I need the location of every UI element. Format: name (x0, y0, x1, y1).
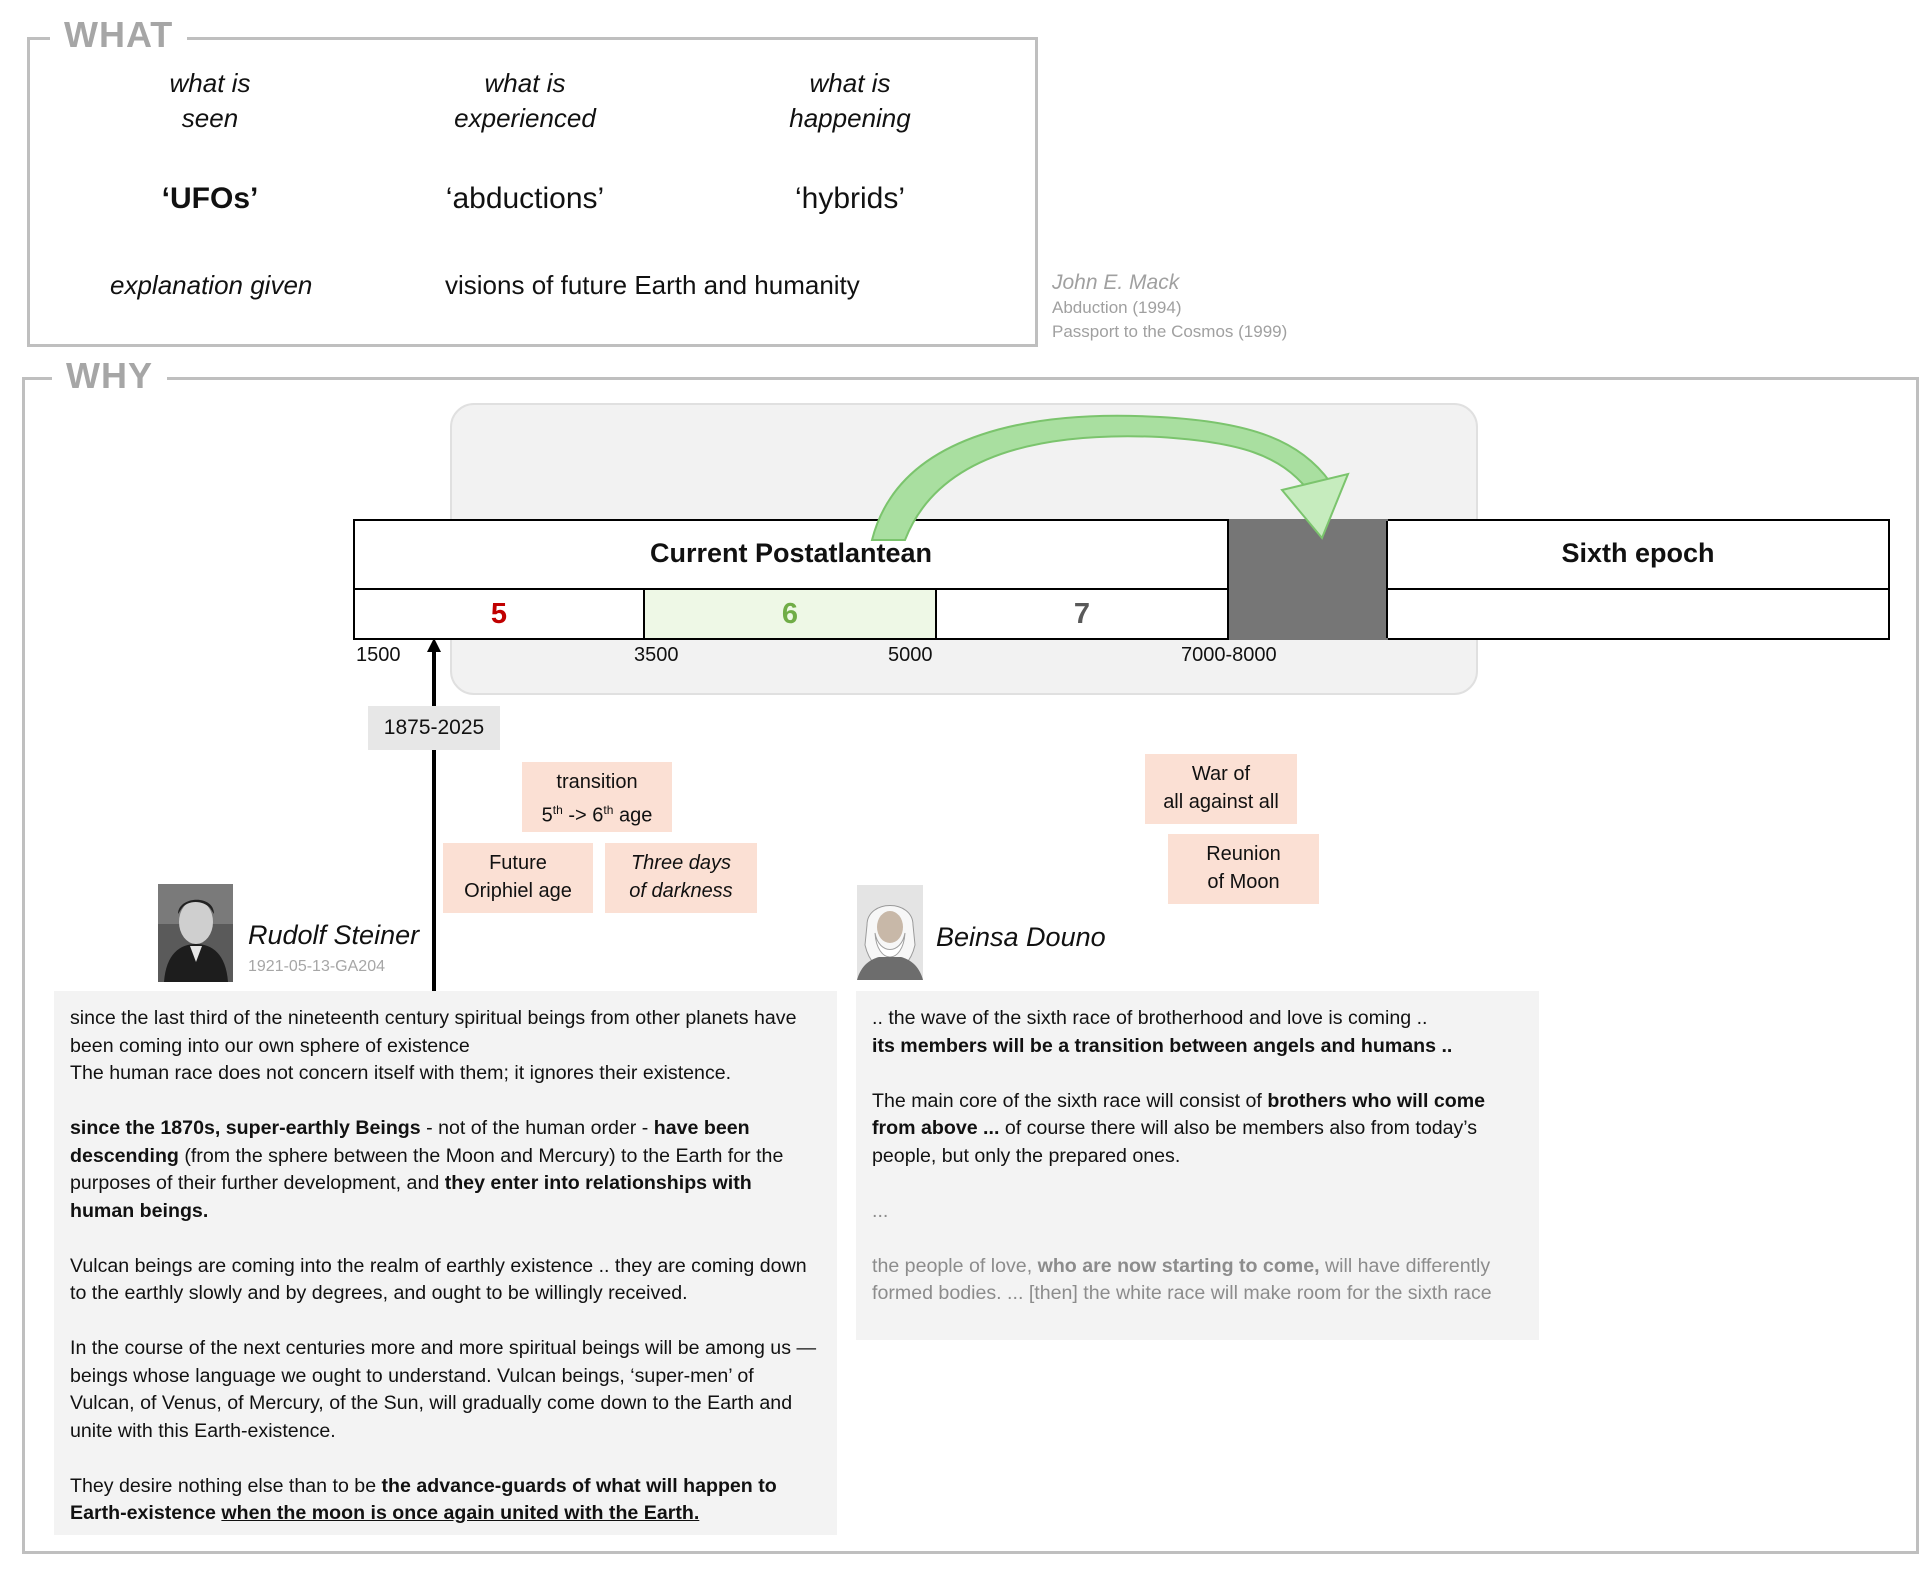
citation-author: John E. Mack (1052, 271, 1180, 294)
note-darkness-line1: Three days (630, 852, 732, 874)
steiner-ref: 1921-05-13-GA204 (248, 958, 385, 975)
steiner-p3: Vulcan beings are coming into the realm … (70, 1254, 807, 1305)
note-darkness-line2: of darkness (629, 880, 733, 902)
douno-name: Beinsa Douno (936, 922, 1106, 952)
term-ufos: ‘UFOs’ (161, 182, 259, 215)
timeline-vline-2 (1386, 521, 1388, 638)
steiner-p2-t1: - not of the human order - (420, 1117, 654, 1139)
what-col-seen-line2: seen (181, 103, 239, 133)
douno-p3-b1: who are now starting to come, (1037, 1254, 1320, 1277)
douno-p2-t1: The main core of the sixth race will con… (872, 1089, 1268, 1112)
steiner-p2-t2: (from the sphere between the Moon and Me… (70, 1144, 784, 1195)
present-marker-arrow (427, 638, 441, 1014)
note-oriphiel: Future Oriphiel age (443, 843, 593, 913)
arrow-body (870, 414, 1332, 541)
steiner-p2-b3: they enter into relationships with human… (70, 1172, 752, 1222)
douno-portrait (857, 885, 923, 980)
note-war-line1: War of (1191, 763, 1251, 785)
note-darkness: Three days of darkness (605, 843, 757, 913)
citation-book2: Passport to the Cosmos (1999) (1052, 322, 1288, 341)
age-7-cell: 7 (937, 590, 1227, 638)
douno-p1b: its members will be a transition between… (872, 1034, 1453, 1057)
note-reunion: Reunion of Moon (1168, 834, 1319, 904)
visions-text: visions of future Earth and humanity (445, 270, 860, 300)
douno-p3-t2: will have differently formed bodies. ...… (872, 1254, 1492, 1305)
why-label: WHY (52, 355, 167, 397)
what-frame (27, 37, 1038, 347)
what-col-happening-line1: what is (809, 68, 891, 98)
timeline-bar: Current Postatlantean Sixth epoch 5 6 7 (353, 519, 1890, 640)
what-col-happening-line2: happening (789, 103, 911, 133)
steiner-p2-b1: since the 1870s, super-earthly Beings (70, 1117, 421, 1139)
term-abductions: ‘abductions’ (445, 182, 605, 215)
tick-5000: 5000 (888, 644, 933, 666)
douno-quote: .. the wave of the sixth race of brother… (856, 991, 1539, 1340)
note-transition-line2: 5th -> 6th age (541, 803, 653, 827)
douno-p1: .. the wave of the sixth race of brother… (872, 1007, 1428, 1029)
citation-book1: Abduction (1994) (1052, 298, 1182, 317)
steiner-p2-b2: have been descending (70, 1117, 750, 1167)
age-6-label: 6 (781, 598, 799, 630)
tick-1500: 1500 (356, 644, 401, 666)
explanation-given: explanation given (110, 270, 313, 300)
tick-3500: 3500 (634, 644, 679, 666)
sixth-epoch-label: Sixth epoch (1561, 538, 1715, 568)
note-oriphiel-line1: Future (489, 852, 547, 874)
why-frame (22, 377, 1919, 1554)
what-col-experienced-heading: what is experienced (415, 66, 635, 136)
marker-date-box: 1875-2025 (368, 706, 500, 750)
steiner-p5-u1: when the moon is once again united with … (221, 1502, 700, 1524)
douno-p2-b1: brothers who will come from above ... (872, 1089, 1486, 1140)
note-oriphiel-line2: Oriphiel age (464, 880, 572, 902)
note-transition-line1: transition (556, 771, 638, 793)
note-reunion-line2: of Moon (1207, 871, 1280, 893)
timeline-divider (355, 588, 1888, 590)
steiner-p5-b1: the advance-guards of what will happen t… (70, 1474, 777, 1525)
steiner-p4: In the course of the next centuries more… (70, 1337, 817, 1442)
steiner-quote: since the last third of the nineteenth c… (54, 991, 837, 1535)
timeline-vline-1 (1227, 521, 1229, 638)
steiner-p1: since the last third of the nineteenth c… (70, 1007, 797, 1057)
what-col-seen-heading: what is seen (100, 66, 320, 136)
note-transition: transition 5th -> 6th age (522, 762, 672, 832)
douno-ellipsis: ... (872, 1199, 889, 1222)
term-hybrids: ‘hybrids’ (794, 182, 906, 215)
steiner-p5-t1: They desire nothing else than to be (70, 1474, 382, 1497)
age-6-cell: 6 (645, 590, 937, 638)
what-col-seen-line1: what is (169, 68, 251, 98)
douno-p3-t1: the people of love, (872, 1254, 1038, 1277)
transition-gap-block (1229, 519, 1388, 640)
age-5-label: 5 (490, 598, 508, 630)
steiner-portrait (158, 884, 233, 982)
age-5-cell: 5 (355, 590, 645, 638)
douno-p2-t2: of course there will also be members als… (872, 1117, 1478, 1167)
note-reunion-line1: Reunion (1206, 843, 1281, 865)
note-war: War of all against all (1145, 754, 1297, 824)
tick-7000-8000: 7000-8000 (1181, 644, 1277, 666)
arrow-head (1280, 472, 1350, 540)
what-col-happening-heading: what is happening (740, 66, 960, 136)
epoch-transition-arrow (870, 414, 1350, 541)
age-7-label: 7 (1073, 598, 1091, 630)
current-postatlantean-label: Current Postatlantean (649, 538, 933, 568)
note-war-line2: all against all (1163, 791, 1279, 813)
steiner-p1b: The human race does not concern itself w… (70, 1062, 732, 1084)
what-col-experienced-line1: what is (484, 68, 566, 98)
what-col-experienced-line2: experienced (454, 103, 596, 133)
steiner-name: Rudolf Steiner (248, 920, 420, 950)
what-label: WHAT (50, 14, 188, 56)
